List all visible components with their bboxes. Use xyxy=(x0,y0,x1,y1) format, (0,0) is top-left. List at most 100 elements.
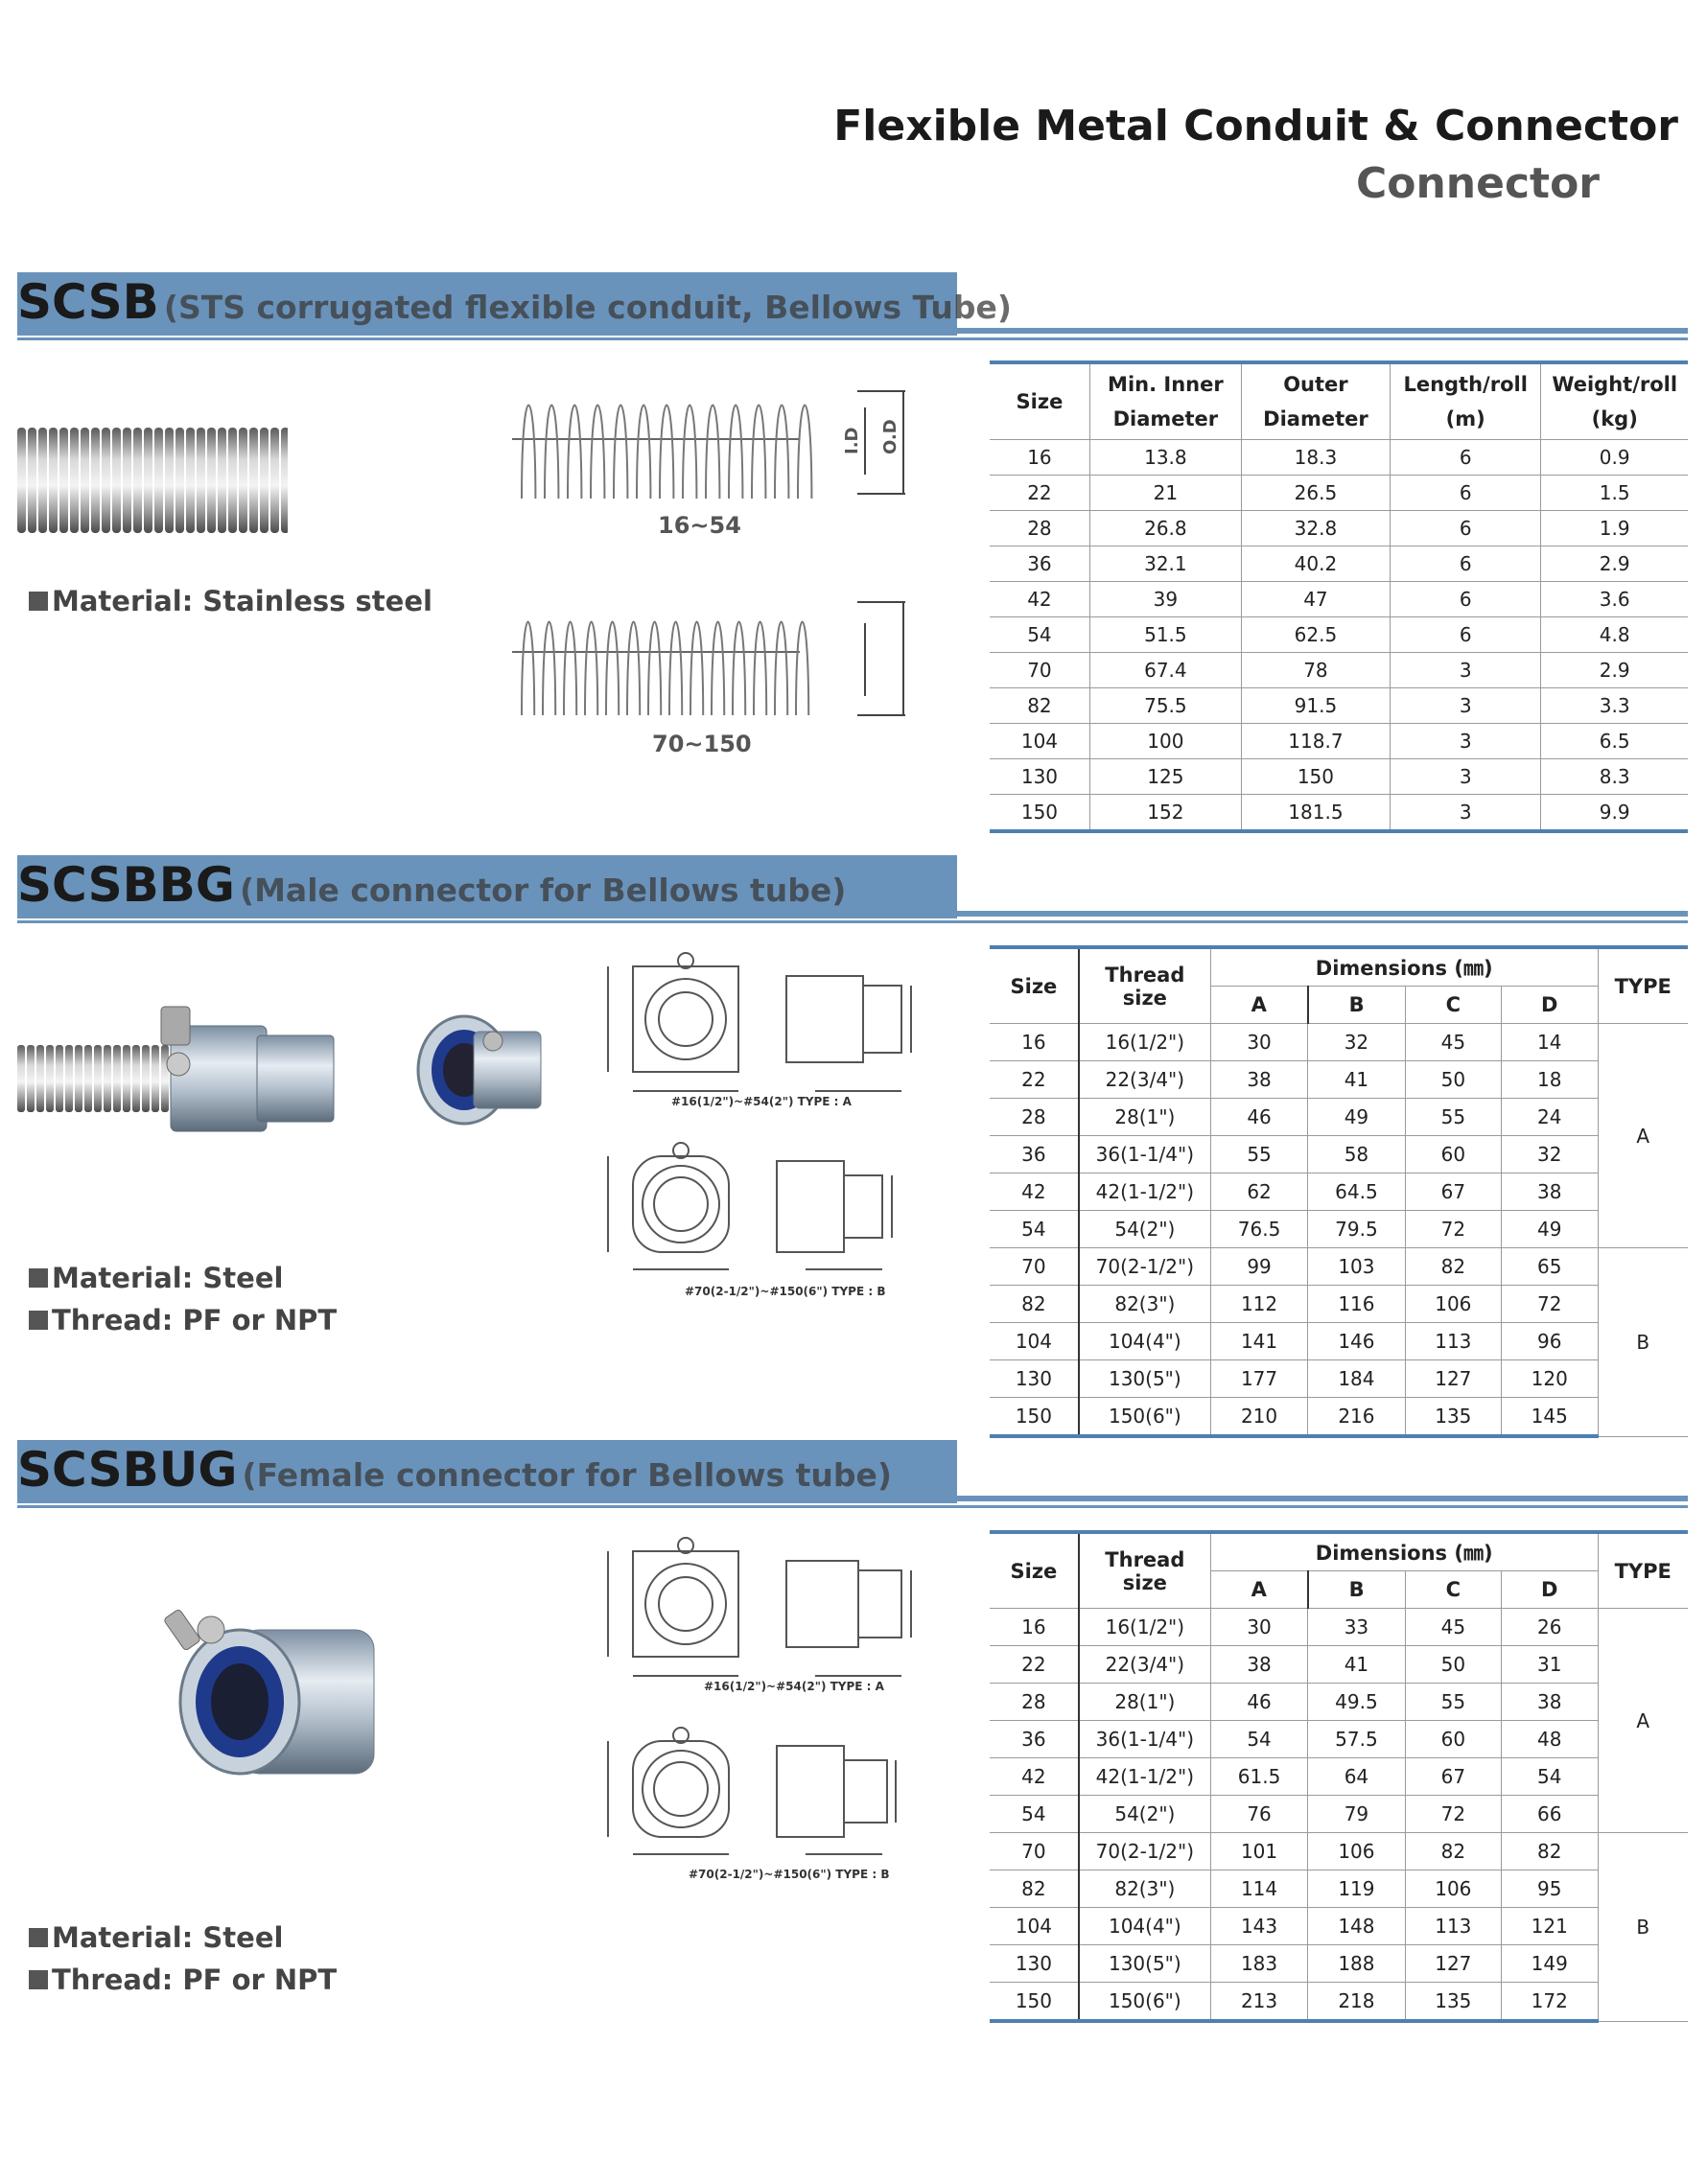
drawing-caption-type-b: #70(2-1/2")~#150(6") TYPE : B xyxy=(689,1868,890,1881)
table-cell: 130 xyxy=(990,1359,1080,1398)
tube-rib xyxy=(102,428,110,533)
table-cell: 106 xyxy=(1404,1285,1503,1323)
tube-rib xyxy=(207,428,216,533)
section-description: (STS corrugated flexible conduit, Bellow… xyxy=(163,289,1013,326)
table-cell: 150 xyxy=(990,1982,1080,2023)
table-cell: 150 xyxy=(990,1397,1080,1438)
table-cell: 79 xyxy=(1307,1795,1406,1833)
table-cell: 16(1/2") xyxy=(1078,1023,1211,1061)
table-cell: 70(2-1/2") xyxy=(1078,1247,1211,1286)
tube-rib xyxy=(38,428,47,533)
drawing-caption-type-a: #16(1/2")~#54(2") TYPE : A xyxy=(704,1680,884,1693)
table-cell: 218 xyxy=(1307,1982,1406,2023)
table-cell: 104(4") xyxy=(1078,1907,1211,1945)
table-cell: 46 xyxy=(1209,1098,1309,1136)
table-cell: 213 xyxy=(1209,1982,1309,2023)
type-cell: B xyxy=(1597,1247,1688,1437)
table-cell: 58 xyxy=(1307,1135,1406,1173)
column-header: Weight/roll (kg) xyxy=(1540,360,1688,440)
table-cell: 3.3 xyxy=(1540,687,1688,724)
section-heading-scsbbg: SCSBBG (Male connector for Bellows tube) xyxy=(17,857,846,913)
section-band-scsbug xyxy=(17,1440,957,1503)
table-cell: 49 xyxy=(1307,1098,1406,1136)
tube-rib xyxy=(123,1045,130,1112)
table-cell: 76.5 xyxy=(1209,1210,1309,1248)
table-cell: 82 xyxy=(990,1870,1080,1908)
material-note: Material: Steel xyxy=(29,1262,283,1294)
table-cell: 65 xyxy=(1501,1247,1599,1286)
table-cell: 55 xyxy=(1404,1683,1503,1721)
drawing-caption-type-a: #16(1/2")~#54(2") TYPE : A xyxy=(671,1095,852,1108)
table-cell: 116 xyxy=(1307,1285,1406,1323)
table-cell: 38 xyxy=(1501,1173,1598,1211)
type-cell: A xyxy=(1597,1608,1688,1833)
table-cell: 141 xyxy=(1209,1322,1309,1360)
table-cell: 13.8 xyxy=(1088,439,1242,476)
table-cell: 103 xyxy=(1307,1247,1406,1286)
table-cell: 120 xyxy=(1501,1359,1598,1398)
table-cell: 118.7 xyxy=(1240,723,1391,759)
tube-drawing-large xyxy=(512,601,905,716)
table-cell: 149 xyxy=(1501,1944,1598,1983)
table-cell: 1.5 xyxy=(1540,475,1688,511)
column-header: Thread size xyxy=(1078,1530,1211,1609)
page-subtitle: Connector xyxy=(1355,159,1600,208)
table-cell: 127 xyxy=(1404,1944,1503,1983)
table-cell: 54 xyxy=(990,1210,1080,1248)
table-cell: 150 xyxy=(1240,758,1391,795)
section-rule xyxy=(957,328,1688,334)
tube-rib xyxy=(260,428,269,533)
table-cell: 28 xyxy=(990,1098,1080,1136)
column-header: TYPE xyxy=(1597,945,1688,1024)
table-cell: 50 xyxy=(1404,1645,1503,1684)
table-cell: 26 xyxy=(1501,1608,1599,1646)
table-cell: 130 xyxy=(990,1944,1080,1983)
drawing-caption-small: 16~54 xyxy=(658,512,741,539)
table-cell: 67.4 xyxy=(1088,652,1242,688)
table-cell: 8.3 xyxy=(1540,758,1688,795)
inner-diameter-label: I.D xyxy=(842,427,862,454)
table-cell: 216 xyxy=(1307,1397,1406,1438)
table-cell: 6 xyxy=(1389,439,1542,476)
table-cell: 95 xyxy=(1501,1870,1598,1908)
thread-note: Thread: PF or NPT xyxy=(29,1963,337,1996)
male-connector-photo xyxy=(17,1006,335,1132)
table-cell: 16(1/2") xyxy=(1078,1608,1211,1646)
table-cell: 46 xyxy=(1209,1683,1309,1721)
table-cell: 32.8 xyxy=(1240,510,1391,546)
table-cell: 130(5") xyxy=(1078,1359,1211,1398)
table-cell: 16 xyxy=(990,1608,1080,1646)
table-cell: 26.5 xyxy=(1240,475,1391,511)
table-cell: 82 xyxy=(990,1285,1080,1323)
table-cell: 21 xyxy=(1088,475,1242,511)
column-header: Size xyxy=(990,1530,1080,1609)
table-cell: 0.9 xyxy=(1540,439,1688,476)
tube-rib xyxy=(36,1045,44,1112)
column-subheader: D xyxy=(1501,1570,1598,1609)
table-cell: 3 xyxy=(1389,723,1542,759)
tube-rib xyxy=(249,428,258,533)
tube-rib xyxy=(218,428,226,533)
table-cell: 150(6") xyxy=(1078,1397,1211,1438)
table-cell: 67 xyxy=(1404,1173,1503,1211)
section-heading-scsb: SCSB (STS corrugated flexible conduit, B… xyxy=(17,274,1012,330)
table-cell: 96 xyxy=(1501,1322,1598,1360)
bullet-square-icon xyxy=(29,1928,48,1947)
drawing-caption-large: 70~150 xyxy=(652,731,752,757)
table-cell: 127 xyxy=(1404,1359,1503,1398)
outer-diameter-label: O.D xyxy=(880,419,900,454)
male-connector-drawing-type-a xyxy=(607,952,912,1092)
table-cell: 3.6 xyxy=(1540,581,1688,617)
table-cell: 172 xyxy=(1501,1982,1598,2023)
